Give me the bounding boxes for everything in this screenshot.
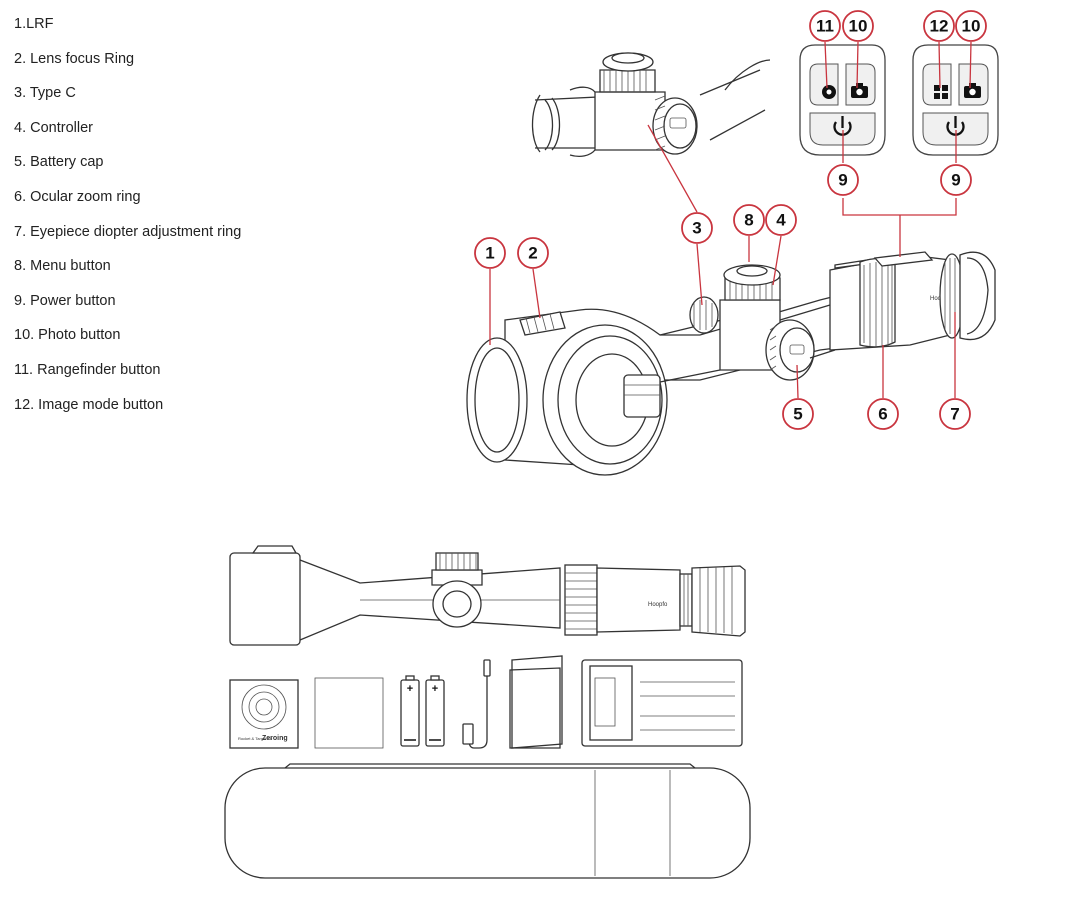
typec-closeup — [531, 52, 771, 157]
svg-text:+: + — [407, 683, 413, 695]
svg-text:9: 9 — [838, 171, 847, 190]
parts-list-item: 8. Menu button — [14, 258, 111, 275]
parts-list-item: 12. Image mode button — [14, 396, 164, 413]
callout-8: 8 — [733, 204, 765, 236]
callout-4: 4 — [765, 204, 797, 236]
svg-text:10: 10 — [962, 17, 981, 36]
svg-text:2: 2 — [528, 244, 537, 263]
svg-text:9: 9 — [951, 171, 960, 190]
scope-side-view: Hoopfo — [229, 545, 746, 646]
target-card-subtitle: Rocket & Target Kit — [238, 736, 273, 741]
svg-text:12: 12 — [930, 17, 949, 36]
parts-list-item: 2. Lens focus Ring — [14, 50, 135, 67]
brand-mark: Hoopfo — [648, 602, 668, 608]
cleaning-cloth — [314, 677, 384, 749]
usb-cable — [462, 659, 491, 749]
button-panel-left — [799, 44, 886, 156]
callout-lines — [489, 41, 972, 399]
accessories: Zeroing Rocket & Target Kit + + — [224, 655, 751, 879]
battery-case — [581, 659, 743, 747]
target-card — [229, 679, 299, 749]
callout-11: 11 — [809, 10, 841, 42]
scope-main: Hoopfo — [466, 251, 996, 476]
parts-list: 1.LRF 2. Lens focus Ring 3. Type C 4. Co… — [14, 14, 241, 429]
parts-list-item: 3. Type C — [14, 85, 76, 102]
callout-9: 9 — [940, 164, 972, 196]
carrying-case — [224, 763, 751, 879]
parts-list-item: 5. Battery cap — [14, 154, 104, 171]
callout-2: 2 — [517, 237, 549, 269]
svg-text:11: 11 — [816, 17, 834, 36]
svg-text:3: 3 — [692, 219, 701, 238]
svg-text:8: 8 — [744, 211, 753, 230]
button-panel-right — [912, 44, 999, 156]
svg-text:7: 7 — [950, 405, 959, 424]
svg-text:10: 10 — [849, 17, 868, 36]
camera-icon — [964, 83, 981, 98]
callout-1: 1 — [474, 237, 506, 269]
camera-icon — [851, 83, 868, 98]
svg-text:5: 5 — [793, 405, 802, 424]
parts-list-item: 11. Rangefinder button — [14, 361, 161, 378]
image-mode-icon — [934, 85, 948, 99]
callout-12: 12 — [923, 10, 955, 42]
parts-list-item: 1.LRF — [14, 16, 54, 32]
callout-9: 9 — [827, 164, 859, 196]
svg-text:+: + — [432, 683, 438, 695]
parts-list-item: 10. Photo button — [14, 327, 121, 344]
svg-text:6: 6 — [878, 405, 887, 424]
battery: + — [425, 675, 445, 747]
parts-list-item: 7. Eyepiece diopter adjustment ring — [14, 223, 242, 240]
callout-5: 5 — [782, 398, 814, 430]
battery: + — [400, 675, 420, 747]
callout-10: 10 — [955, 10, 987, 42]
callout-10: 10 — [842, 10, 874, 42]
parts-list-item: 9. Power button — [14, 292, 116, 309]
svg-text:4: 4 — [776, 211, 786, 230]
manual-booklet — [509, 655, 563, 749]
parts-list-item: 6. Ocular zoom ring — [14, 188, 141, 205]
parts-list-item: 4. Controller — [14, 119, 93, 136]
callout-7: 7 — [939, 398, 971, 430]
svg-text:1: 1 — [485, 244, 494, 263]
target-card-title: Zeroing — [262, 735, 288, 742]
callout-6: 6 — [867, 398, 899, 430]
callout-3: 3 — [681, 212, 713, 244]
